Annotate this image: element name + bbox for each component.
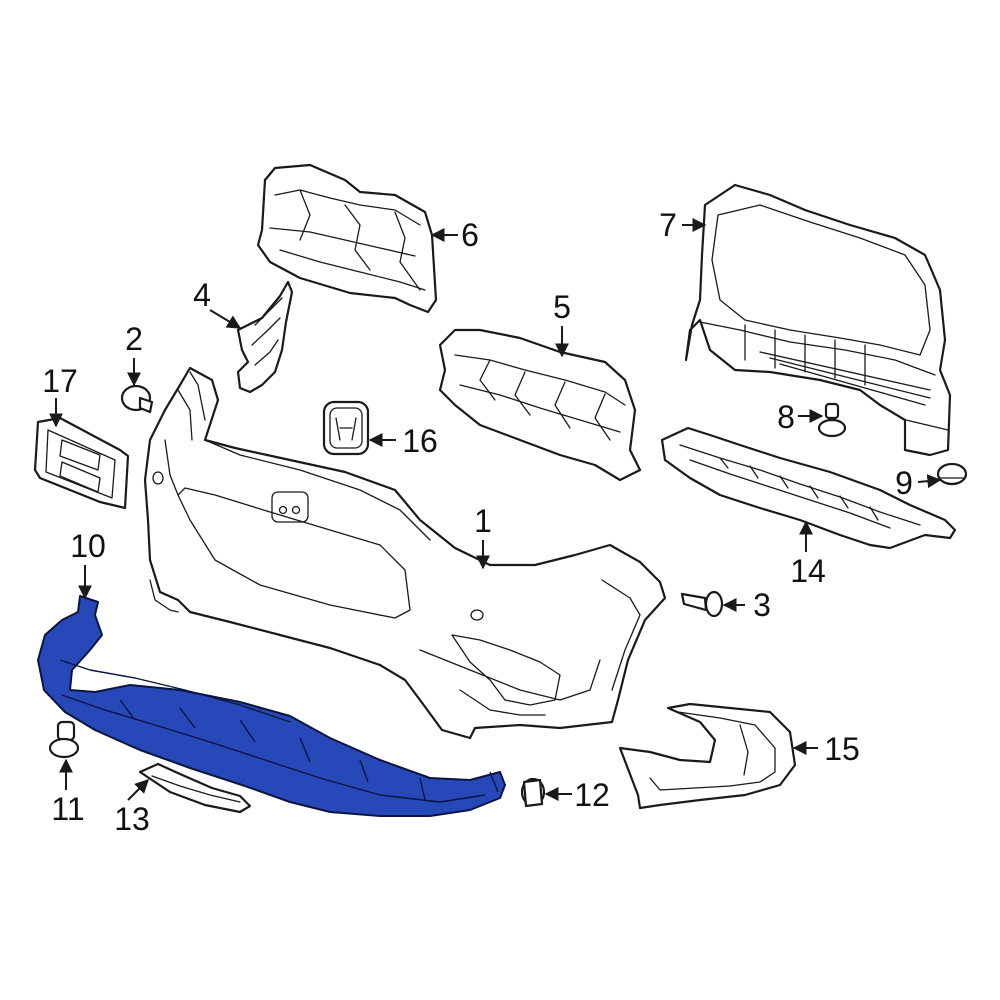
part-7-air-guide-frame[interactable]: [684, 183, 952, 457]
spoiler-body[interactable]: [37, 595, 506, 817]
part-1-bumper-cover[interactable]: [143, 366, 667, 740]
callout-14: 14: [790, 553, 826, 589]
part-12-clip[interactable]: [520, 777, 546, 808]
callout-8: 8: [777, 399, 795, 435]
callout-11: 11: [51, 791, 84, 827]
part-16-emblem[interactable]: [322, 400, 370, 456]
callout-12: 12: [574, 777, 610, 813]
callout-16: 16: [402, 423, 438, 459]
callout-5: 5: [553, 289, 571, 325]
callout-labels: 1 2 3 4 5 6 7 8 9 10 11 12 13 14 15 16 1…: [42, 207, 913, 837]
part-2-clip[interactable]: [120, 384, 154, 414]
callout-13: 13: [114, 801, 150, 837]
callout-7: 7: [659, 207, 677, 243]
callout-9: 9: [895, 465, 913, 501]
part-17-license-bracket[interactable]: [33, 416, 130, 510]
callout-1: 1: [474, 503, 492, 539]
part-6-upper-absorber[interactable]: [256, 163, 438, 314]
callout-2: 2: [125, 321, 143, 357]
part-15-fog-garnish[interactable]: [618, 702, 797, 810]
leader-lines: [49, 218, 942, 801]
part-11-clip[interactable]: [48, 720, 80, 759]
part-14-lower-absorber[interactable]: [660, 426, 957, 550]
part-13-bracket[interactable]: [138, 762, 252, 814]
callout-3: 3: [753, 587, 771, 623]
part-8-clip[interactable]: [817, 402, 847, 438]
callout-10: 10: [70, 528, 106, 564]
part-9-cap[interactable]: [936, 462, 968, 486]
callout-17: 17: [42, 363, 78, 399]
part-4-side-bracket[interactable]: [236, 280, 294, 394]
callout-6: 6: [461, 217, 479, 253]
callout-15: 15: [824, 731, 860, 767]
callout-4: 4: [193, 277, 211, 313]
part-3-screw[interactable]: [680, 590, 724, 618]
part-5-upper-brace[interactable]: [438, 328, 642, 482]
part-10-lower-spoiler-highlighted[interactable]: [37, 595, 506, 817]
